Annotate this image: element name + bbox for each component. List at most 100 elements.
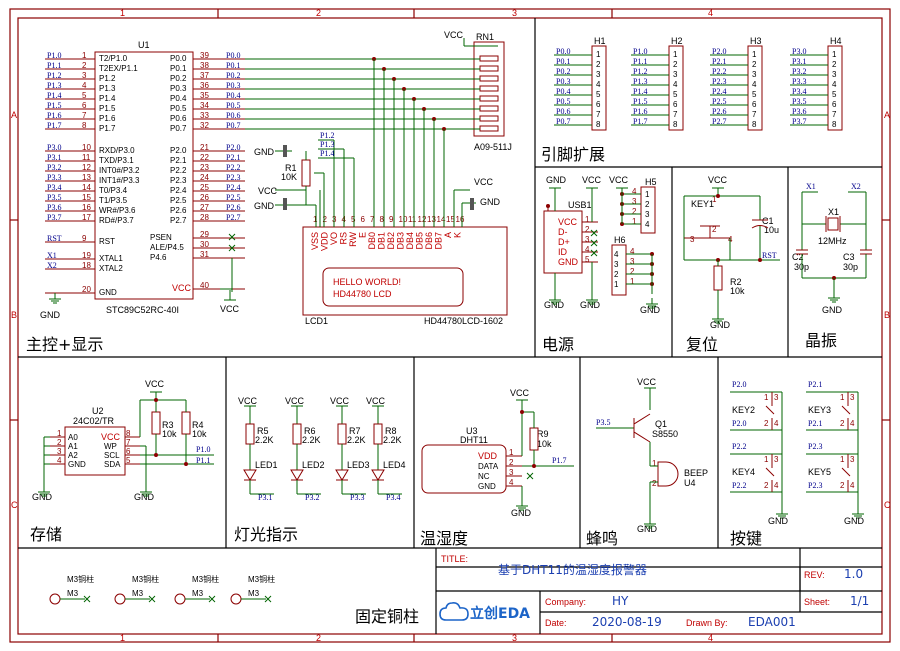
post-circle [49,593,61,605]
mcu-pin-num: 2 [82,61,87,70]
eeprom-pin-name: A1 [68,442,78,451]
h6-pin-ext: 3 [630,257,635,266]
mcu-pin-net: RST [47,234,62,243]
reset-res: R2 [730,277,742,287]
header-pin-num: 1 [673,50,678,59]
lcd-pin-name: DB6 [424,232,434,250]
header-net: P3.6 [792,107,806,116]
mcu-pin-num: 15 [82,193,91,202]
gnd-symbol [283,145,287,157]
u4-ref: U4 [684,478,696,488]
key-ref: KEY4 [732,467,755,477]
keys-gnd-label1: GND [768,516,789,526]
usb-pin-num: 5 [585,255,590,264]
dht-pin-num: 4 [509,478,514,487]
key-net-bot: P2.3 [808,481,822,490]
key-pin-num: 1 [764,393,769,402]
key-ref: KEY2 [732,405,755,415]
logo-text: 立创EDA [470,605,530,622]
section-title-keys: 按键 [730,529,762,548]
h6-ref: H6 [614,235,626,245]
header-pin-num: 2 [832,60,837,69]
eeprom-pin-num: 6 [126,447,131,456]
header-ref: H4 [830,36,842,46]
mcu-pin-name: T1/P3.5 [99,196,128,205]
buzzer-gnd: GND [637,524,658,534]
led-res-ref: R6 [304,426,316,436]
led-vcc: VCC [285,396,305,406]
border-col-bottom: 1 [120,633,125,643]
rn1-element [479,85,499,92]
rn1-element [479,115,499,122]
eeprom-net1: P1.0 [196,445,210,454]
key-act [841,405,851,415]
mcu-pin-name: P1.3 [99,84,116,93]
header-body [668,45,684,131]
h5-ref: H5 [645,177,657,187]
mcu-pin-net: P3.6 [47,203,61,212]
lcd-line2: HD44780 LCD [333,289,392,299]
header-pin-num: 6 [752,100,757,109]
key-act [841,467,851,477]
mcu-pin-num: 9 [82,234,87,243]
led-res-val: 2.2K [255,435,274,445]
lcd-ctrl-net: P1.3 [320,140,334,149]
buzzer-section: VCC P3.5 Q1 S8550 BEEP U4 1 2 GND [596,377,708,534]
section-title-temp: 温湿度 [420,529,468,548]
h6-pin-num: 1 [614,280,619,289]
mcu-pin-num: 31 [200,250,209,259]
mcu-pin-net: P2.5 [226,193,240,202]
key-ref: KEY3 [808,405,831,415]
key-pin-num: 2 [764,481,769,490]
title-label: TITLE: [441,554,468,564]
mcu-pin-net: P0.0 [226,51,240,60]
lcd-pin-num: 6 [361,215,366,224]
border-row-left: C [11,500,18,510]
mcu-pin-net: P1.2 [47,71,61,80]
header-net: P0.3 [556,77,570,86]
r9-val: 10k [537,439,552,449]
header-net: P0.0 [556,47,570,56]
post-label: M3铜柱 [67,574,94,584]
mcu-pin-num: 11 [82,153,91,162]
header-net: P3.4 [792,87,806,96]
led-res-body [245,423,255,445]
dht-pin-num: 3 [509,468,514,477]
mcu-pin-name: P2.5 [170,196,187,205]
junction [154,398,158,402]
key-pin-num: 1 [764,455,769,464]
led-res-ref: R7 [349,426,361,436]
post-label: M3铜柱 [192,574,219,584]
header-pin-num: 3 [752,70,757,79]
nc-mark [264,595,272,603]
eeprom-pin-num: 7 [126,438,131,447]
header-net: P0.4 [556,87,570,96]
title-text: 基于DHT11的温湿度报警器 [498,562,647,577]
section-title-power: 电源 [542,335,574,354]
nc-mark [148,595,156,603]
mcu-pin-num: 39 [200,51,209,60]
mcu-pin-num: 23 [200,163,209,172]
eeprom-pin-num: 8 [126,429,131,438]
company-label: Company: [545,597,586,607]
header-net: P2.4 [712,87,726,96]
rev-label: REV: [804,570,825,580]
header-pin-num: 6 [673,100,678,109]
header-pin-num: 7 [752,110,757,119]
mcu-pin-num: 5 [82,91,87,100]
border-col-top: 3 [512,8,517,18]
key-pin-num: 1 [840,393,845,402]
mcu-pin-name: P1.5 [99,104,116,113]
lcd-pin-name: DB2 [386,232,396,250]
mcu-pin-name: P0.6 [170,114,187,123]
junction [184,462,188,466]
mcu-pin-num: 1 [82,51,87,60]
mcu-pin-name: P0.0 [170,54,187,63]
header-net: P2.0 [712,47,726,56]
mcu-pin-name: P0.1 [170,64,187,73]
nc-mark [526,472,534,480]
